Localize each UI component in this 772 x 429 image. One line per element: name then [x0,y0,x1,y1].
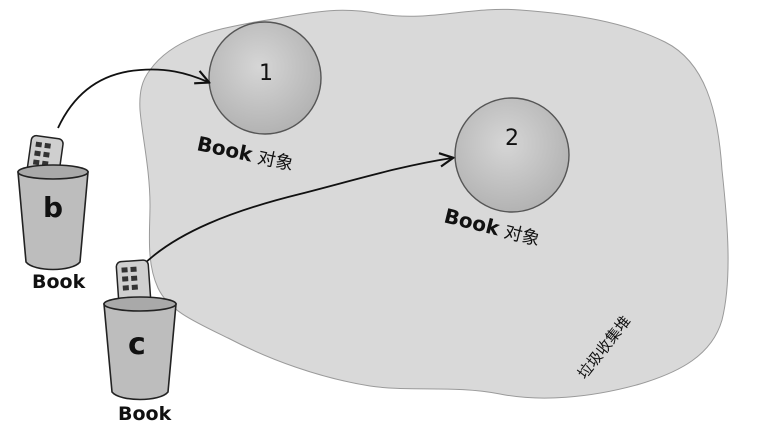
reference-variable-b: b Book [17,134,89,293]
variable-name: b [43,191,63,224]
cup-icon [17,171,89,271]
object-sphere [454,97,570,213]
reference-variable-c: c Book [103,259,177,425]
reference-arrow-c [139,158,452,269]
object-number: 1 [259,61,273,86]
variable-type: Book [32,271,86,293]
variable-name: c [128,327,146,362]
object-number: 2 [505,126,519,151]
variable-type: Book [118,403,172,425]
cup-icon [103,303,177,401]
reference-arrow-b [57,68,208,129]
